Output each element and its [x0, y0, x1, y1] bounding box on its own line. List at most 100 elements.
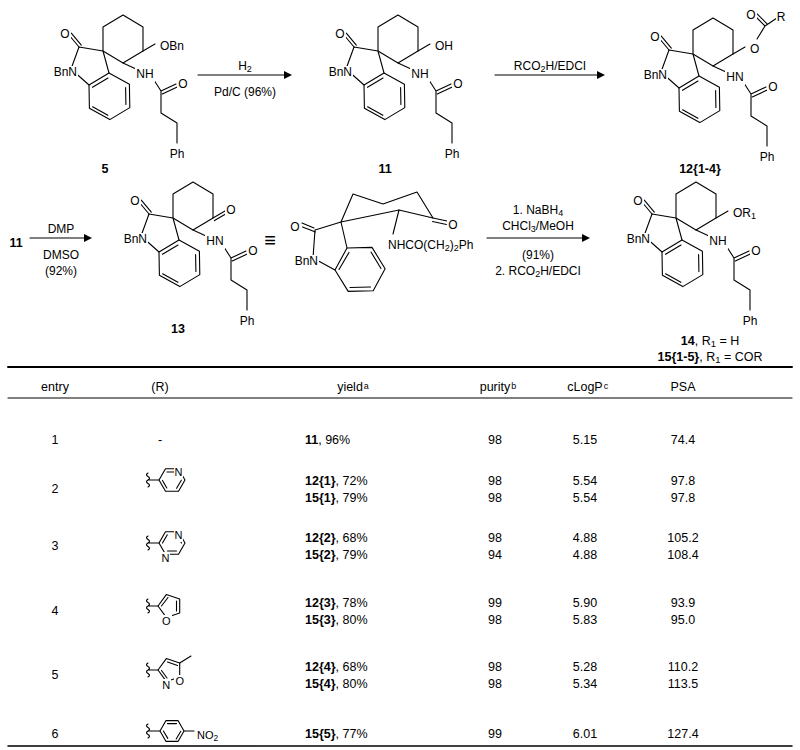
atom-label: NH [135, 68, 154, 82]
table-cell: 2 [52, 482, 59, 496]
table-header: purity [480, 380, 511, 394]
table-cell: 15{4}, 80% [305, 677, 368, 691]
reagent-text: RCO2H/EDCI [514, 60, 586, 74]
atom-label: BnN [626, 233, 651, 247]
atom-label: O [767, 81, 778, 95]
substituent-rings [147, 469, 195, 742]
table-cell: 98 [488, 660, 502, 674]
table-cell: 4.88 [573, 531, 597, 545]
reagent-text: CHCl3/MeOH [502, 220, 574, 234]
table-cell: 3 [52, 539, 59, 553]
table-cell: 15{2}, 79% [305, 548, 368, 562]
reaction-arrows [30, 71, 605, 242]
table-cell: 4 [52, 604, 59, 618]
compound-number: 11 [378, 162, 391, 176]
atom-label: Ph [169, 148, 186, 162]
table-cell: 4.88 [573, 548, 597, 562]
atom-label: NH [410, 68, 429, 82]
compound-number: 12{1-4} [679, 162, 721, 176]
atom-label: NO2 [196, 729, 219, 742]
table-cell: 97.8 [671, 474, 695, 488]
compound-structure [69, 15, 177, 143]
atom-label: N [161, 552, 171, 565]
ester-group [755, 14, 777, 39]
compound-number: 5 [102, 162, 109, 176]
table-cell: 5.54 [573, 474, 597, 488]
table-header: entry [41, 380, 69, 394]
reagent-text: H2 [238, 60, 252, 74]
table-cell: 127.4 [667, 727, 698, 741]
atom-label: O [174, 675, 185, 688]
atom-label: O [745, 9, 756, 23]
table-cell: - [158, 433, 162, 447]
table-cell: 6.01 [573, 727, 597, 741]
table-cell: 98 [488, 474, 502, 488]
atom-label: O [452, 78, 463, 92]
reagent-text: DMSO [43, 249, 79, 263]
reagent-text: 2. RCO2H/EDCI [495, 265, 581, 279]
atom-label: O [750, 245, 761, 259]
table-cell: 5 [52, 668, 59, 682]
table-cell: 11, 96% [305, 433, 350, 447]
atom-label: O [289, 221, 300, 235]
atom-label: HN [205, 235, 224, 249]
reagent-text: DMP [48, 223, 75, 237]
table-header: a [364, 381, 369, 391]
compound-structure [642, 182, 750, 310]
atom-label: HN [725, 71, 744, 85]
table-cell: 5.90 [573, 596, 597, 610]
atom-label: OBn [159, 40, 185, 54]
compound-structure [344, 15, 452, 143]
atom-label: O [447, 219, 458, 233]
atom-label: O [334, 28, 345, 42]
table-cell: 5.28 [573, 660, 597, 674]
table-header: yield [337, 380, 363, 394]
atom-label: OH [434, 40, 454, 54]
atom-label: BnN [294, 255, 319, 269]
atom-label: R [776, 11, 787, 25]
reagent-text: 1. NaBH4 [513, 204, 563, 218]
atom-label: Ph [239, 315, 256, 329]
table-cell: 15{5}, 77% [305, 727, 368, 741]
table-cell: 15{1}, 79% [305, 491, 368, 505]
atom-label: O [225, 204, 236, 218]
atom-label: O [247, 245, 258, 259]
table-cell: 12{4}, 68% [305, 660, 368, 674]
reagent-text: (92%) [45, 265, 77, 279]
table-header: (R) [151, 380, 168, 394]
table-cell: 95.0 [671, 613, 695, 627]
atom-label: N [174, 529, 184, 542]
compound-structure [659, 18, 767, 146]
atom-label: O [632, 195, 643, 209]
atom-label: Ph [742, 315, 759, 329]
atom-label: O [161, 615, 172, 628]
compound-number: 14, R1 = H [681, 334, 739, 348]
table-cell: 97.8 [671, 491, 695, 505]
table-cell: 12{1}, 72% [305, 474, 368, 488]
atom-label: BnN [123, 233, 148, 247]
atom-label: OR1 [732, 207, 757, 221]
equivalence-symbol: ≡ [264, 229, 276, 252]
table-cell: 99 [488, 727, 502, 741]
compound-number: 11 [9, 236, 22, 250]
atom-label: NHCO(CH2)2Ph [387, 239, 474, 253]
table-cell: 12{2}, 68% [305, 531, 368, 545]
table-cell: 74.4 [671, 433, 695, 447]
table-cell: 98 [488, 531, 502, 545]
table-cell: 6 [52, 727, 59, 741]
atom-label: N [174, 466, 184, 479]
compound-number: 13 [171, 322, 185, 336]
table-cell: 12{3}, 78% [305, 596, 368, 610]
atom-label: NH [708, 235, 727, 249]
atom-label: O [649, 31, 660, 45]
table-cell: 5.83 [573, 613, 597, 627]
table-cell: 1 [52, 433, 59, 447]
table-cell: 93.9 [671, 596, 695, 610]
compound-number: 15{1-5}, R1 = COR [658, 350, 763, 364]
atom-label: Ph [759, 151, 776, 165]
reagent-text: (91%) [522, 249, 554, 263]
table-header: PSA [670, 380, 695, 394]
table-rules [8, 367, 792, 746]
table-cell: 5.54 [573, 491, 597, 505]
